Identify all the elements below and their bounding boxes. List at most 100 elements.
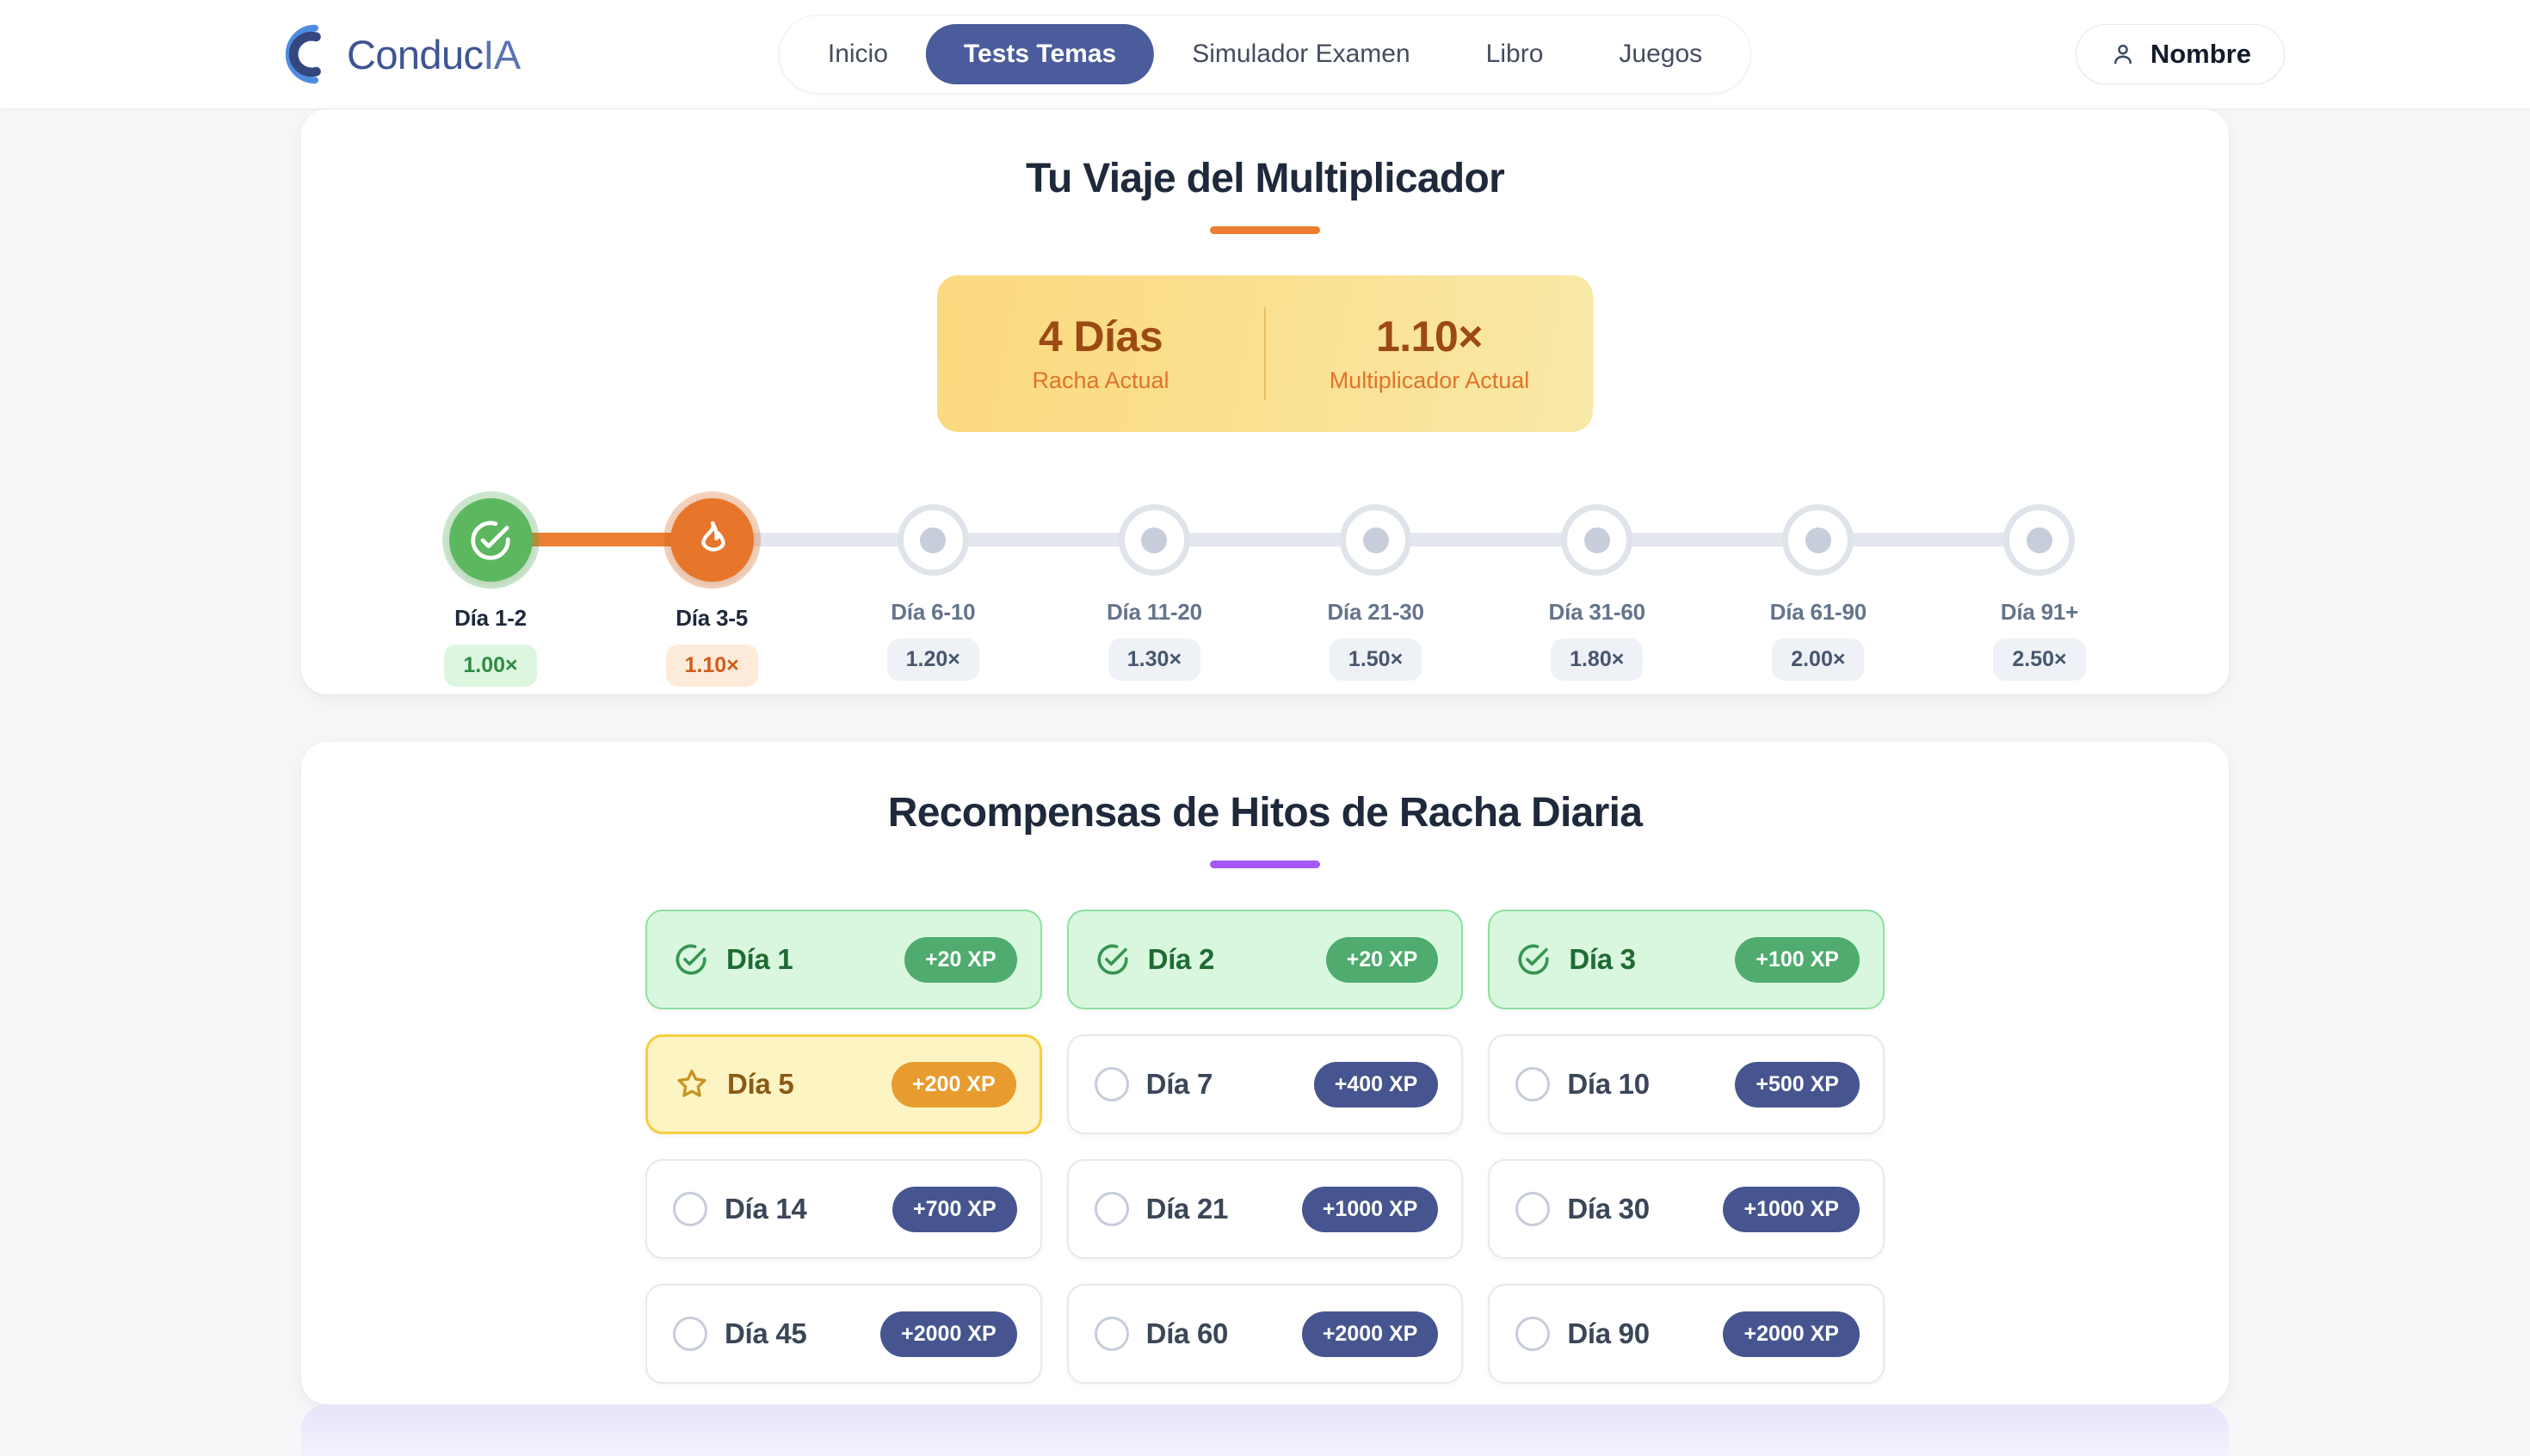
reward-xp-badge: +1000 XP bbox=[1301, 1186, 1439, 1232]
logo-wordmark: ConducIA bbox=[347, 31, 521, 77]
current-multiplier-label: Multiplicador Actual bbox=[1329, 367, 1530, 393]
journey-title-underline bbox=[1210, 226, 1320, 234]
current-multiplier-block: 1.10× Multiplicador Actual bbox=[1266, 313, 1593, 394]
star-icon bbox=[677, 1069, 707, 1097]
reward-xp-badge: +2000 XP bbox=[880, 1311, 1017, 1357]
rewards-title: Recompensas de Hitos de Racha Diaria bbox=[887, 790, 1643, 836]
empty-circle-icon bbox=[673, 1192, 707, 1226]
flame-icon bbox=[701, 521, 725, 552]
timeline-node-marker-locked[interactable] bbox=[897, 504, 969, 576]
empty-circle-icon bbox=[1094, 1192, 1129, 1226]
reward-card[interactable]: Día 1 +20 XP bbox=[645, 910, 1042, 1009]
reward-card[interactable]: Día 21 +1000 XP bbox=[1066, 1159, 1464, 1259]
reward-day-label: Día 14 bbox=[725, 1193, 807, 1225]
reward-xp-badge: +700 XP bbox=[892, 1186, 1017, 1232]
multiplier-journey-card: Tu Viaje del Multiplicador 4 Días Racha … bbox=[301, 109, 2229, 694]
next-section-peek-panel bbox=[301, 1404, 2229, 1456]
conducia-logo-icon bbox=[285, 24, 321, 84]
dot-icon bbox=[1141, 527, 1168, 553]
reward-xp-badge: +2000 XP bbox=[1723, 1311, 1860, 1357]
timeline-node[interactable]: Día 61-90 2.00× bbox=[1732, 484, 1904, 681]
timeline-node-marker-locked[interactable] bbox=[2003, 504, 2076, 576]
current-streak-value: 4 Días bbox=[1038, 312, 1163, 361]
dot-icon bbox=[920, 527, 947, 553]
timeline-node-marker-locked[interactable] bbox=[1561, 504, 1633, 576]
check-circle-icon bbox=[676, 944, 707, 975]
reward-day-label: Día 7 bbox=[1145, 1068, 1213, 1100]
timeline-node[interactable]: Día 31-60 1.80× bbox=[1511, 484, 1683, 681]
reward-card[interactable]: Día 90 +2000 XP bbox=[1488, 1284, 1885, 1384]
timeline-node-multiplier-badge: 1.10× bbox=[665, 645, 758, 687]
reward-day-label: Día 3 bbox=[1569, 943, 1636, 975]
reward-xp-badge: +20 XP bbox=[1325, 936, 1439, 983]
reward-day-label: Día 60 bbox=[1145, 1317, 1229, 1349]
nav-item-libro[interactable]: Libro bbox=[1485, 40, 1544, 68]
timeline-node-multiplier-badge: 1.00× bbox=[444, 645, 537, 687]
timeline-node-multiplier-badge: 1.80× bbox=[1551, 639, 1644, 681]
reward-xp-badge: +100 XP bbox=[1735, 936, 1860, 983]
empty-circle-icon bbox=[1094, 1317, 1129, 1351]
streak-divider bbox=[1264, 307, 1266, 400]
reward-card[interactable]: Día 7+400 XP bbox=[1066, 1034, 1464, 1134]
empty-circle-icon bbox=[673, 1317, 707, 1351]
timeline-node-multiplier-badge: 1.30× bbox=[1108, 639, 1201, 681]
reward-xp-badge: +1000 XP bbox=[1723, 1186, 1860, 1232]
empty-circle-icon bbox=[1515, 1067, 1551, 1101]
nav-item-juegos[interactable]: Juegos bbox=[1619, 40, 1703, 68]
timeline-node-label: Día 21-30 bbox=[1327, 599, 1424, 625]
reward-card[interactable]: Día 60 +2000 XP bbox=[1066, 1284, 1464, 1384]
current-streak-label: Racha Actual bbox=[1032, 367, 1169, 393]
reward-card[interactable]: Día 2+20 XP bbox=[1066, 910, 1464, 1009]
timeline-node-label: Día 11-20 bbox=[1106, 599, 1202, 625]
check-circle-icon bbox=[1518, 944, 1549, 975]
reward-xp-badge: +2000 XP bbox=[1301, 1311, 1439, 1357]
dot-icon bbox=[1805, 527, 1831, 553]
reward-card[interactable]: Día 30+1000 XP bbox=[1488, 1159, 1885, 1259]
timeline-node-marker-locked[interactable] bbox=[1118, 504, 1190, 576]
rewards-title-underline bbox=[1210, 861, 1320, 868]
check-circle-icon bbox=[471, 520, 510, 560]
check-circle-icon bbox=[1097, 944, 1128, 975]
timeline-node[interactable]: Día 91+ 2.50× bbox=[1953, 484, 2126, 681]
timeline-node-multiplier-badge: 2.50× bbox=[1993, 639, 2086, 681]
brand-logo[interactable]: ConducIA bbox=[284, 0, 521, 108]
timeline-node-label: Día 91+ bbox=[2000, 599, 2079, 625]
timeline-node-label: Día 6-10 bbox=[891, 599, 976, 625]
timeline-node-marker-locked[interactable] bbox=[1340, 504, 1412, 576]
timeline-node-marker-current[interactable] bbox=[670, 498, 754, 582]
timeline-node-marker-locked[interactable] bbox=[1782, 504, 1854, 576]
timeline-node[interactable]: Día 11-20 1.30× bbox=[1068, 484, 1240, 681]
timeline-node-label: Día 31-60 bbox=[1548, 599, 1646, 625]
reward-card[interactable]: Día 3 +100 XP bbox=[1488, 910, 1885, 1009]
reward-card[interactable]: Día 45 +2000 XP bbox=[645, 1284, 1042, 1384]
timeline-node-label: Día 61-90 bbox=[1769, 599, 1867, 625]
dot-icon bbox=[1583, 527, 1610, 553]
streak-rewards-card: Recompensas de Hitos de Racha Diaria Día… bbox=[301, 742, 2229, 1404]
reward-card[interactable]: Día 5+200 XP bbox=[645, 1034, 1042, 1134]
reward-day-label: Día 1 bbox=[726, 943, 793, 975]
reward-day-label: Día 90 bbox=[1567, 1317, 1650, 1349]
timeline-node-marker-done[interactable] bbox=[448, 498, 533, 582]
nav-item-simulador[interactable]: Simulador Examen bbox=[1192, 40, 1410, 68]
reward-day-label: Día 45 bbox=[725, 1317, 807, 1349]
timeline-node-multiplier-badge: 2.00× bbox=[1772, 639, 1865, 681]
current-multiplier-value: 1.10× bbox=[1375, 312, 1484, 361]
reward-xp-badge: +20 XP bbox=[904, 936, 1017, 983]
reward-card[interactable]: Día 10+500 XP bbox=[1488, 1034, 1885, 1134]
nav-item-inicio[interactable]: Inicio bbox=[827, 40, 888, 68]
current-streak-block: 4 Días Racha Actual bbox=[937, 313, 1264, 394]
timeline-track bbox=[473, 533, 2057, 546]
nav-item-tests[interactable]: Tests Temas bbox=[925, 24, 1155, 84]
reward-day-label: Día 21 bbox=[1145, 1193, 1229, 1225]
reward-xp-badge: +200 XP bbox=[892, 1061, 1016, 1107]
reward-day-label: Día 10 bbox=[1567, 1068, 1650, 1100]
user-menu-button[interactable]: Nombre bbox=[2075, 24, 2285, 84]
empty-circle-icon bbox=[1094, 1067, 1129, 1101]
reward-card[interactable]: Día 14 +700 XP bbox=[645, 1159, 1042, 1259]
